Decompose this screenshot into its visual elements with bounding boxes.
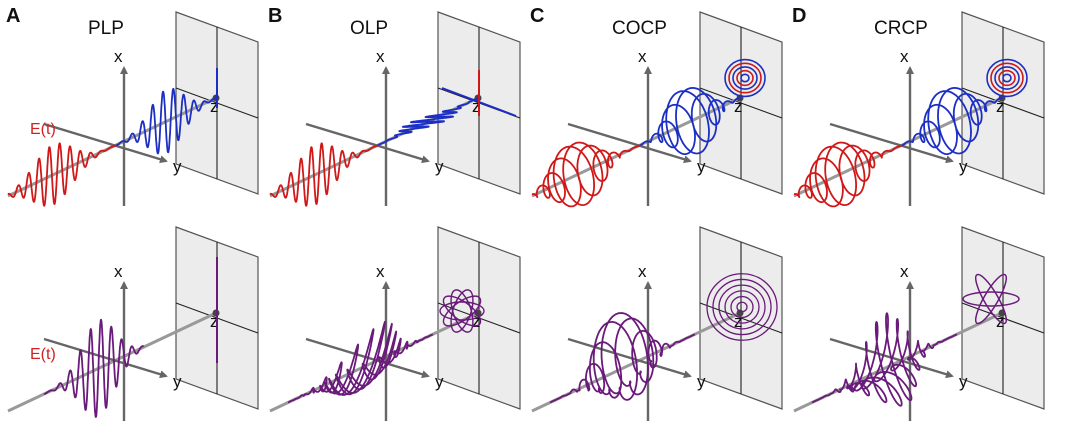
- red-pulse: [269, 142, 380, 207]
- z-axis-label: z: [210, 97, 219, 116]
- z-axis-label: z: [210, 312, 219, 331]
- x-axis-label: x: [376, 262, 385, 281]
- panel-letter: C: [530, 5, 544, 27]
- projection-loop: [450, 289, 474, 333]
- y-axis-label: y: [173, 372, 182, 391]
- y-axis-label: y: [697, 372, 706, 391]
- projection-ring: [740, 73, 750, 83]
- projection-ring: [986, 58, 1028, 98]
- projection-petal: [962, 291, 1020, 307]
- projection-petal: [974, 273, 1008, 325]
- projection-ring: [994, 66, 1020, 90]
- x-axis-label: x: [900, 262, 909, 281]
- y-axis-label: y: [173, 157, 182, 176]
- panel-title: CRCP: [874, 18, 928, 39]
- y-axis-line: [829, 122, 954, 164]
- z-axis-label: z: [472, 97, 481, 116]
- red-pulse: [7, 142, 118, 207]
- y-axis-line: [305, 337, 430, 379]
- projection-loop: [442, 295, 482, 327]
- combined-pulse: [287, 320, 434, 404]
- combined-pulse: [43, 318, 145, 418]
- panel-a-row2: x y zE(t): [7, 226, 259, 421]
- blue-pulse: [901, 87, 1003, 155]
- panel-title: PLP: [88, 18, 124, 39]
- red-pulse: [531, 141, 642, 208]
- projection-ring: [730, 295, 754, 319]
- projection-ring: [736, 301, 748, 313]
- x-axis-label: x: [900, 47, 909, 66]
- panel-b-row2: x y z: [269, 226, 521, 421]
- panel-letter: A: [6, 5, 20, 27]
- projection-ring: [712, 278, 772, 336]
- projection-loop: [442, 295, 482, 327]
- red-pulse: [793, 141, 904, 208]
- z-axis-label: z: [734, 97, 743, 116]
- panel-b-row1: B OLP x y z: [268, 5, 521, 207]
- y-axis-line: [305, 122, 430, 164]
- projection-ring: [724, 58, 766, 98]
- blue-pulse: [377, 97, 479, 146]
- combined-pulse: [549, 312, 696, 404]
- projection-ring: [724, 290, 760, 324]
- projection-ring: [728, 62, 762, 94]
- field-label: E(t): [30, 121, 56, 138]
- y-axis-line: [567, 337, 692, 379]
- z-axis-label: z: [734, 312, 743, 331]
- panel-c-row1: C COCP x y z: [530, 5, 783, 208]
- projection-ring: [736, 69, 754, 87]
- y-axis-label: y: [959, 157, 968, 176]
- panel-title: COCP: [612, 18, 667, 39]
- x-axis-label: x: [376, 47, 385, 66]
- y-axis-label: y: [435, 157, 444, 176]
- panel-title: OLP: [350, 18, 388, 39]
- projection-ring: [732, 66, 758, 90]
- plane-crosshair-horizontal: [961, 87, 1045, 119]
- projection-loop: [450, 289, 474, 333]
- plane-crosshair-horizontal: [699, 87, 783, 119]
- y-axis-label: y: [697, 157, 706, 176]
- plane-crosshair-horizontal: [961, 302, 1045, 334]
- projection-ring: [706, 273, 778, 341]
- blue-pulse: [115, 87, 217, 155]
- y-axis-line: [567, 122, 692, 164]
- panel-d-row2: xyz: [793, 226, 1045, 421]
- projection-ring: [1002, 73, 1012, 83]
- panel-c-row2: x y z: [531, 226, 783, 421]
- y-axis-line: [43, 337, 168, 379]
- x-axis-label: x: [638, 47, 647, 66]
- y-axis-line: [43, 122, 168, 164]
- x-axis-label: x: [638, 262, 647, 281]
- z-axis-line: [7, 311, 217, 413]
- projection-ring: [998, 69, 1016, 87]
- panel-d-row1: D CRCP x y z: [792, 5, 1045, 208]
- z-axis-label: z: [472, 312, 481, 331]
- panel-letter: D: [792, 5, 806, 27]
- blue-pulse: [639, 87, 741, 155]
- projection-loop: [439, 301, 485, 321]
- x-axis-label: x: [114, 262, 123, 281]
- y-axis-label: y: [435, 372, 444, 391]
- projection-petal: [974, 273, 1008, 325]
- panel-letter: B: [268, 5, 282, 27]
- field-label: E(t): [30, 346, 56, 363]
- x-axis-label: x: [114, 47, 123, 66]
- y-axis-label: y: [959, 372, 968, 391]
- combined-pulse: [811, 312, 958, 407]
- projection-ring: [990, 62, 1024, 94]
- z-axis-label: z: [996, 97, 1005, 116]
- projection-ring: [718, 284, 766, 330]
- panel-a-row1: A PLP x y zE(t): [6, 5, 259, 207]
